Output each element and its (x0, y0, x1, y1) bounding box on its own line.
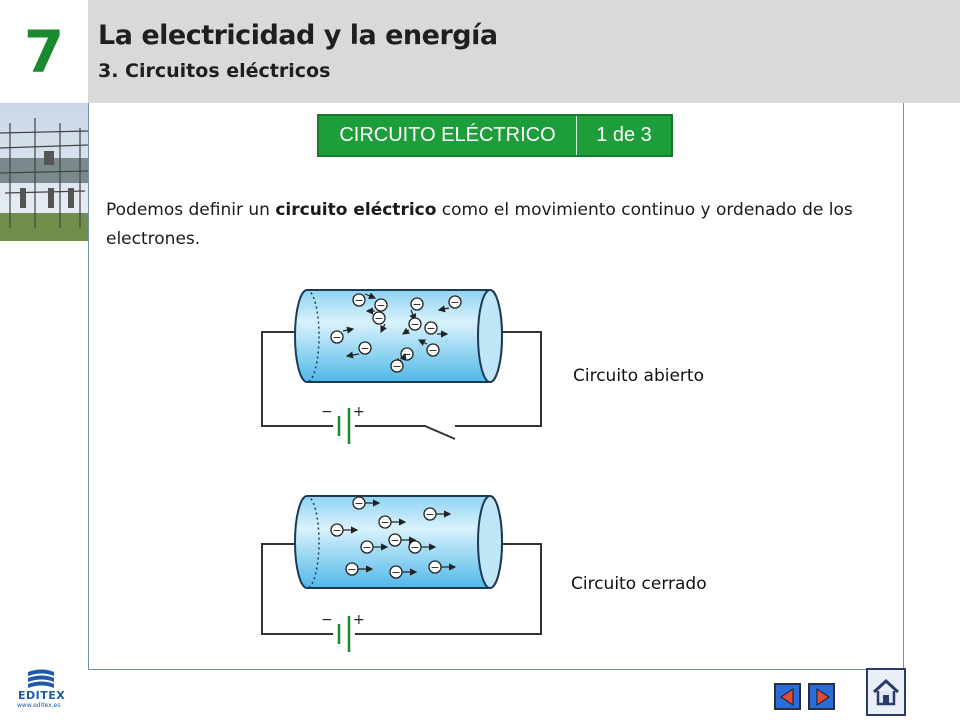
open-circuit-battery-icon: − + (321, 404, 365, 444)
electron-icon: − (330, 326, 355, 344)
svg-text:−: − (354, 497, 363, 510)
open-circuit-label: Circuito abierto (573, 366, 704, 386)
svg-text:−: − (410, 541, 419, 554)
svg-text:−: − (380, 516, 389, 529)
svg-text:−: − (430, 561, 439, 574)
triangle-right-icon (816, 687, 830, 706)
electron-icon: − (345, 341, 372, 359)
electron-icon: − (330, 523, 359, 537)
editex-brand: EDITEX (18, 689, 66, 702)
open-circuit-wire (261, 331, 542, 440)
electron-icon: − (423, 507, 452, 521)
header-band: La electricidad y la energía 3. Circuito… (88, 0, 960, 103)
electron-icon: − (365, 298, 388, 315)
substation-photo (0, 103, 88, 241)
battery-plus-label: + (353, 612, 365, 628)
svg-text:−: − (392, 360, 401, 373)
triangle-left-icon (779, 687, 793, 706)
banner-title: CIRCUITO ELÉCTRICO (319, 116, 577, 155)
electron-icon: − (437, 295, 462, 313)
svg-text:−: − (391, 566, 400, 579)
svg-text:−: − (376, 299, 385, 312)
svg-text:−: − (390, 534, 399, 547)
unit-number: 7 (23, 17, 65, 86)
svg-text:−: − (360, 342, 369, 355)
previous-slide-button[interactable] (774, 683, 801, 710)
svg-text:−: − (412, 298, 421, 311)
electron-icon: − (402, 317, 422, 335)
closed-circuit-electrons: −−−−−−−−−− (330, 496, 457, 579)
svg-text:−: − (425, 508, 434, 521)
svg-text:−: − (354, 294, 363, 307)
open-circuit-cylinder (294, 289, 503, 383)
page-title: La electricidad y la energía (98, 20, 498, 51)
closed-circuit-label: Circuito cerrado (571, 574, 707, 594)
svg-text:−: − (450, 296, 459, 309)
intro-term: circuito eléctrico (275, 200, 437, 220)
svg-text:−: − (374, 312, 383, 325)
electron-icon: − (417, 339, 440, 357)
electron-icon: − (378, 515, 407, 529)
electron-icon: − (388, 533, 417, 547)
svg-text:−: − (362, 541, 371, 554)
editex-url: www.editex.es (17, 702, 61, 709)
banner-page-indicator: 1 de 3 (596, 124, 652, 146)
svg-text:−: − (402, 348, 411, 361)
home-button[interactable] (866, 668, 906, 716)
svg-text:−: − (410, 318, 419, 331)
electron-icon: − (389, 565, 418, 579)
intro-paragraph: Podemos definir un circuito eléctrico co… (106, 196, 896, 254)
svg-text:−: − (332, 524, 341, 537)
intro-text-end: como el movimiento continuo y ordenado d… (106, 200, 853, 249)
next-slide-button[interactable] (808, 683, 835, 710)
house-icon (872, 678, 900, 706)
battery-minus-label: − (321, 612, 333, 628)
page-subtitle: 3. Circuitos eléctricos (98, 60, 331, 82)
section-banner: CIRCUITO ELÉCTRICO 1 de 3 (317, 114, 673, 157)
open-circuit-diagram: − + −−−−−−−−−−−− (261, 289, 542, 444)
svg-text:−: − (332, 331, 341, 344)
electron-icon: − (424, 321, 449, 338)
open-circuit-electrons: −−−−−−−−−−−− (330, 292, 462, 373)
electron-icon: − (390, 352, 407, 373)
battery-minus-label: − (321, 404, 333, 420)
electron-icon: − (372, 311, 387, 334)
electron-icon: − (408, 540, 437, 554)
battery-plus-label: + (353, 404, 365, 420)
electron-icon: − (352, 496, 381, 510)
closed-circuit-battery-icon: − + (321, 612, 365, 652)
svg-text:−: − (347, 563, 356, 576)
editex-logo-icon (28, 669, 54, 688)
circuit-diagrams: − + −−−−−−−−−−−− − + −−−−−−−−−− (261, 289, 542, 652)
electron-icon: − (360, 540, 389, 554)
svg-text:−: − (428, 344, 437, 357)
electron-icon: − (345, 562, 374, 576)
closed-circuit-diagram: − + −−−−−−−−−− (261, 495, 542, 652)
electron-icon: − (352, 292, 377, 307)
electron-icon: − (428, 560, 457, 574)
closed-circuit-wire (261, 543, 542, 635)
svg-text:−: − (426, 322, 435, 335)
intro-text-start: Podemos definir un (106, 200, 276, 220)
